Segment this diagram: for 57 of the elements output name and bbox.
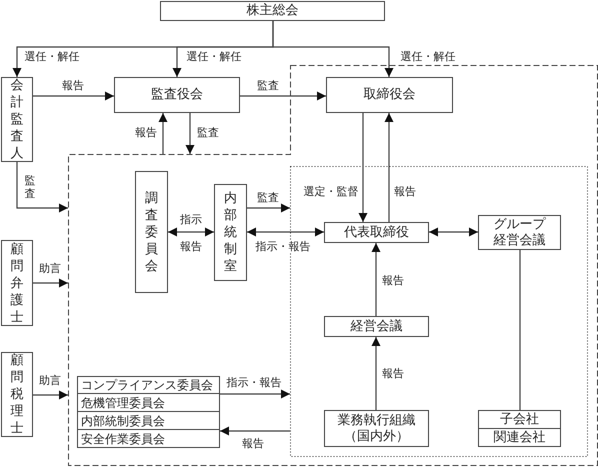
org-box: 内部統制室 — [214, 184, 247, 281]
org-box: 調査委員会 — [135, 171, 168, 293]
arrow — [240, 92, 326, 100]
org-box: 経営会議 — [324, 316, 429, 337]
arrow — [247, 204, 290, 212]
edge-label: 選任・解任 — [186, 51, 242, 63]
org-box: 株主総会 — [160, 1, 385, 21]
edge-label: 指示 — [179, 214, 203, 226]
arrow — [220, 426, 290, 436]
committee-row: 安全作業委員会 — [77, 430, 220, 448]
arrow — [372, 337, 380, 410]
edge-label: 指示・報告 — [254, 241, 312, 253]
arrow — [158, 113, 168, 154]
arrow — [358, 113, 368, 222]
committee-row: コンプライアンス委員会 — [77, 376, 220, 394]
edge-label: 報告 — [61, 80, 85, 92]
arrow — [33, 278, 68, 288]
arrow — [372, 243, 380, 316]
arrow — [272, 21, 394, 77]
edge-label: 報告 — [241, 438, 265, 450]
org-box: 業務執行組織（国内外） — [324, 410, 429, 447]
edge-label: 助言 — [38, 375, 62, 387]
edge-label: 選定・監督 — [302, 186, 360, 198]
edge-label: 監査 — [196, 127, 220, 139]
edge-label: 監査 — [256, 192, 280, 204]
org-box: 顧問税理士 — [1, 352, 33, 437]
arrow — [247, 228, 324, 236]
org-box: 子会社 — [478, 410, 561, 429]
arrow — [384, 113, 394, 222]
edge-label: 指示・報告 — [226, 377, 282, 389]
connector-line — [519, 250, 521, 410]
org-box: 代表取締役 — [324, 222, 429, 243]
org-box: 会計監査人 — [1, 77, 33, 162]
arrow — [33, 92, 114, 100]
arrow — [429, 228, 478, 236]
arrow — [33, 390, 68, 400]
edge-label: 報告 — [381, 368, 405, 380]
edge-label: 選任・解任 — [24, 51, 80, 63]
edge-label: 助言 — [38, 263, 62, 275]
edge-label: 選任・解任 — [400, 51, 456, 63]
edge-label: 報告 — [134, 127, 158, 139]
arrow — [220, 390, 290, 398]
edge-label: 報告 — [381, 275, 405, 287]
org-box: 取締役会 — [326, 77, 453, 113]
arrow — [186, 113, 194, 154]
edge-label: 監査 — [256, 80, 280, 92]
committee-row: 危機管理委員会 — [77, 394, 220, 412]
committee-row: 内部統制委員会 — [77, 412, 220, 430]
arrow-note: 報告 — [179, 241, 203, 253]
edge-label: 監査 — [23, 174, 37, 200]
edge-label: 報告 — [393, 186, 417, 198]
org-box: 関連会社 — [478, 428, 561, 447]
arrow — [16, 162, 68, 212]
org-box: 顧問弁護士 — [1, 240, 33, 326]
org-box: グループ経営会議 — [478, 215, 561, 250]
org-box: 監査役会 — [114, 77, 240, 113]
arrow — [168, 228, 214, 236]
